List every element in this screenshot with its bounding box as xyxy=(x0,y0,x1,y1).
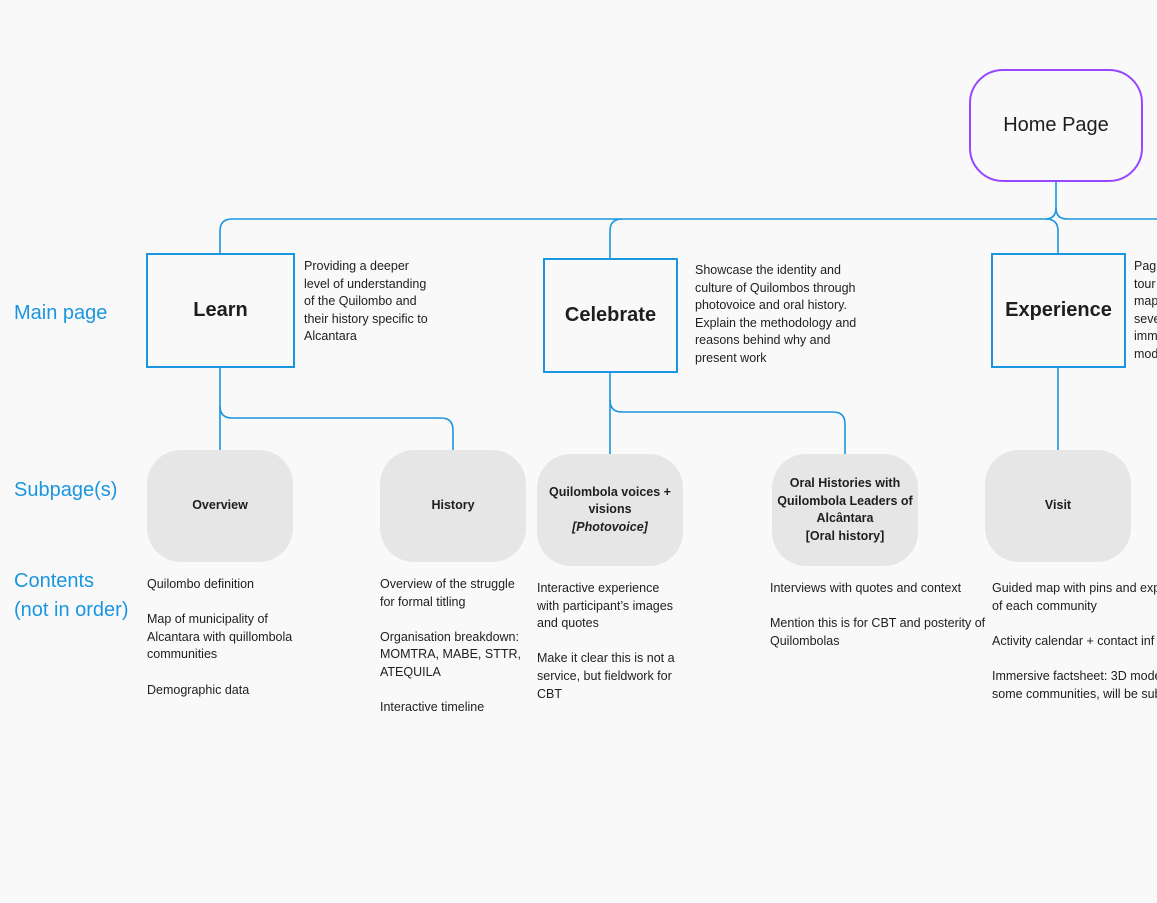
connector-learn-history xyxy=(219,405,454,450)
contents-item: Organisation breakdown: MOMTRA, MABE, ST… xyxy=(380,629,521,679)
oral-histories-subpage-node[interactable]: Oral Histories with Quilombola Leaders o… xyxy=(772,454,918,566)
row-label-contents-line2: (not in order) xyxy=(14,599,129,621)
quilombola-voices-subpage-node[interactable]: Quilombola voices + visions [Photovoice] xyxy=(537,454,683,566)
contents-item-line: some communities, will be sub xyxy=(992,686,1157,701)
contents-item: Interactive timeline xyxy=(380,700,485,715)
learn-description: Providing a deeper level of understandin… xyxy=(304,259,428,344)
history-contents: Overview of the struggle for formal titl… xyxy=(380,576,525,734)
contents-item: Mention this is for CBT and posterity of… xyxy=(770,616,986,648)
visit-contents: Guided map with pins and exp of each com… xyxy=(992,580,1157,721)
visit-subpage-label: Visit xyxy=(1044,498,1072,513)
contents-item: Quilombo definition xyxy=(147,577,255,591)
quilombola-voices-line3: [Photovoice] xyxy=(572,519,648,534)
celebrate-node[interactable]: Celebrate xyxy=(543,258,678,373)
contents-item: Demographic data xyxy=(147,682,250,697)
celebrate-description: Showcase the identity and culture of Qui… xyxy=(695,263,857,365)
experience-node[interactable]: Experience xyxy=(991,253,1126,368)
contents-item: Interactive experience with participant’… xyxy=(537,581,673,631)
contents-item: Overview of the struggle for formal titl… xyxy=(380,577,515,609)
contents-item: Immersive factsheet: 3D mode some commun… xyxy=(992,668,1157,703)
row-label-contents-line1: Contents xyxy=(14,570,95,592)
connector-celebrate-oral xyxy=(609,399,846,454)
connector-home xyxy=(1055,181,1157,220)
learn-node[interactable]: Learn xyxy=(146,253,295,368)
contents-item-line: Guided map with pins and exp xyxy=(992,581,1157,595)
connector-home-celebrate xyxy=(609,218,623,258)
quilombola-voices-line2: visions xyxy=(588,502,632,517)
contents-item-line: Immersive factsheet: 3D mode xyxy=(992,668,1157,683)
contents-item-line: of each community xyxy=(992,598,1097,613)
connector-home-experience xyxy=(1045,218,1059,254)
experience-description-line: tour xyxy=(1134,276,1156,291)
overview-subpage-node[interactable]: Overview xyxy=(147,450,293,562)
contents-item: Map of municipality of Alcantara with qu… xyxy=(147,612,293,662)
history-subpage-node[interactable]: History xyxy=(380,450,526,562)
contents-item: Activity calendar + contact inf xyxy=(992,633,1157,651)
contents-item: Guided map with pins and exp of each com… xyxy=(992,580,1157,615)
overview-contents: Quilombo definition Map of municipality … xyxy=(147,576,297,717)
history-subpage-label: History xyxy=(431,498,475,513)
oral-histories-line1: Oral Histories with xyxy=(789,476,901,490)
oral-histories-line3: Alcântara xyxy=(816,511,874,525)
visit-subpage-node[interactable]: Visit xyxy=(985,450,1131,562)
overview-subpage-label: Overview xyxy=(192,498,248,513)
experience-description-line: mod xyxy=(1134,346,1157,361)
connector-home-learn xyxy=(219,207,1057,254)
experience-description-line: seve xyxy=(1134,311,1157,326)
quilombola-voices-contents: Interactive experience with participant’… xyxy=(537,580,682,721)
contents-item: Interviews with quotes and context xyxy=(770,581,962,595)
experience-description-line: map xyxy=(1134,294,1157,309)
contents-item-line: Activity calendar + contact inf xyxy=(992,633,1155,648)
experience-description-line: Pag xyxy=(1134,259,1157,273)
oral-histories-line4: [Oral history] xyxy=(805,528,885,543)
row-label-contents: Contents (not in order) xyxy=(14,567,129,625)
oral-histories-line2: Quilombola Leaders of xyxy=(777,493,913,508)
experience-description: Pag tour map seve imm mod xyxy=(1134,258,1157,364)
oral-histories-contents: Interviews with quotes and context Menti… xyxy=(770,580,992,668)
experience-description-line: imm xyxy=(1134,329,1157,344)
home-page-node[interactable]: Home Page xyxy=(969,69,1143,182)
row-label-main-page: Main page xyxy=(14,302,108,324)
quilombola-voices-line1: Quilombola voices + xyxy=(549,484,671,499)
row-label-subpages: Subpage(s) xyxy=(14,479,118,501)
contents-item: Make it clear this is not a service, but… xyxy=(537,651,675,701)
